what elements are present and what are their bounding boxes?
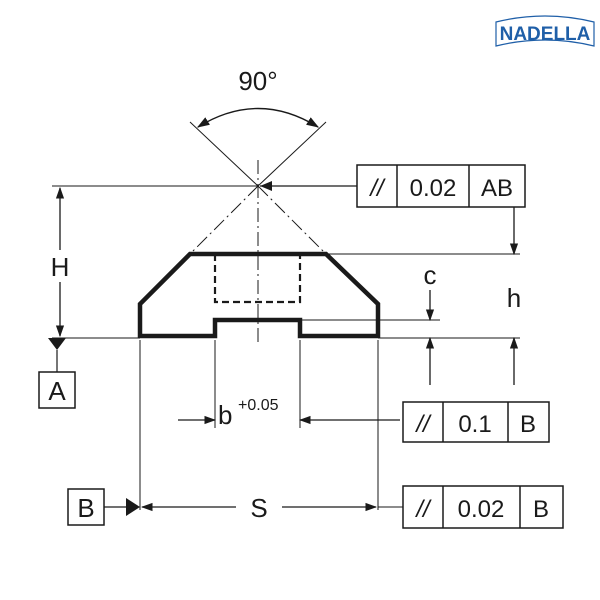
dimension-c: c bbox=[424, 260, 437, 385]
logo-text: NADELLA bbox=[500, 24, 591, 45]
frame-2-value: 0.1 bbox=[458, 411, 491, 438]
frame-3-datum: B bbox=[533, 496, 549, 523]
tolerance-frame-2: // 0.1 B bbox=[402, 401, 550, 443]
datum-A: A bbox=[38, 338, 76, 409]
datum-A-triangle bbox=[48, 338, 66, 350]
h-label: h bbox=[507, 283, 521, 313]
angle-annotation bbox=[189, 107, 327, 187]
nadella-logo: NADELLA bbox=[495, 15, 595, 47]
frame-1-value: 0.02 bbox=[410, 175, 457, 202]
dimension-H: H bbox=[48, 186, 72, 338]
H-label: H bbox=[51, 252, 70, 282]
dimension-h: h bbox=[507, 205, 521, 385]
frame-3-symbol: // bbox=[414, 496, 432, 523]
frame-1-datum: AB bbox=[481, 175, 513, 202]
frame-1-symbol: // bbox=[368, 175, 386, 202]
angle-label: 90° bbox=[238, 66, 277, 96]
S-label: S bbox=[250, 493, 267, 523]
b-label: b bbox=[218, 400, 232, 430]
chamfer-line-right bbox=[257, 185, 327, 255]
dimension-S: S bbox=[140, 493, 404, 523]
chamfer-line-left bbox=[189, 185, 259, 255]
frame-3-value: 0.02 bbox=[458, 496, 505, 523]
tolerance-frame-1: // 0.02 AB bbox=[260, 164, 526, 208]
b-tolerance: +0.05 bbox=[238, 397, 279, 414]
H-label-gap bbox=[48, 250, 72, 282]
dimension-b: b +0.05 bbox=[178, 397, 400, 430]
datum-A-box bbox=[38, 371, 76, 409]
tolerance-frame-3: // 0.02 B bbox=[402, 485, 564, 529]
angle-leg-right bbox=[257, 121, 327, 187]
hidden-thread bbox=[213, 254, 302, 304]
angle-arc bbox=[196, 107, 320, 128]
datum-B: B bbox=[67, 488, 140, 526]
frame-2-symbol: // bbox=[414, 411, 432, 438]
datum-B-triangle bbox=[126, 498, 140, 516]
datum-B-box bbox=[67, 488, 105, 526]
extension-lines bbox=[52, 253, 520, 510]
t-slot-nut-outline bbox=[137, 251, 381, 339]
c-label: c bbox=[424, 260, 437, 290]
frame-2-datum: B bbox=[520, 411, 536, 438]
datum-B-label: B bbox=[77, 493, 94, 523]
center-lines bbox=[52, 160, 327, 345]
part-profile bbox=[137, 251, 381, 339]
angle-leg-left bbox=[189, 121, 259, 187]
datum-A-label: A bbox=[48, 376, 66, 406]
